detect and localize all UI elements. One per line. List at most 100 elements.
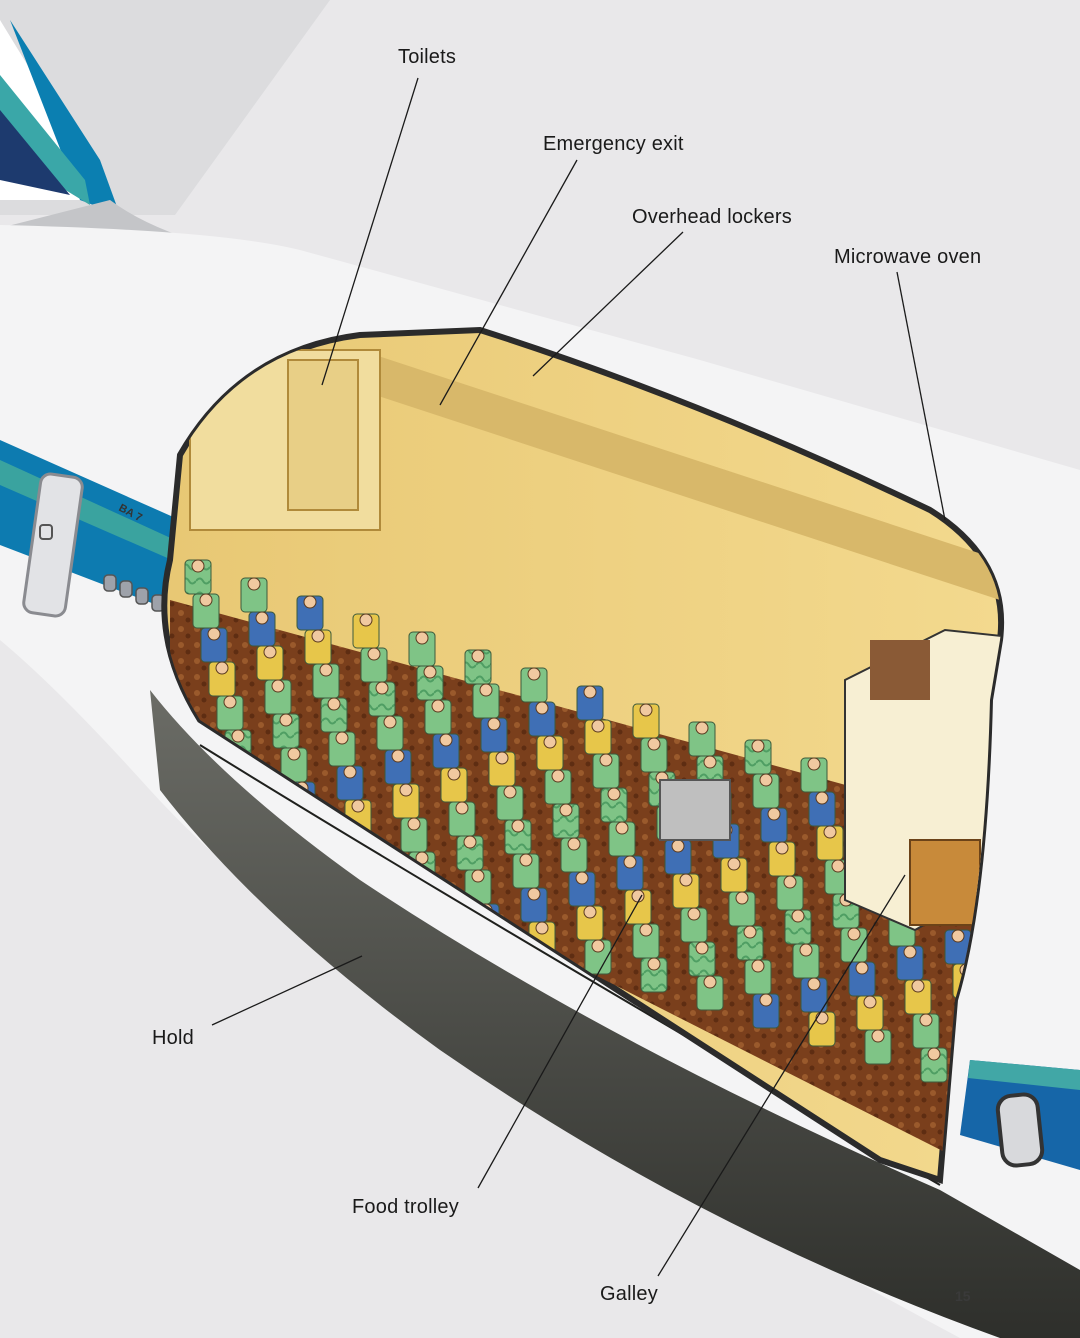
passenger — [815, 791, 829, 805]
passenger — [223, 695, 237, 709]
passenger — [207, 627, 221, 641]
food-trolley — [659, 779, 731, 841]
passenger — [503, 785, 517, 799]
label-toilets: Toilets — [398, 46, 457, 68]
passenger — [647, 737, 661, 751]
passenger — [527, 667, 541, 681]
passenger — [847, 927, 861, 941]
passenger — [319, 663, 333, 677]
passenger — [471, 869, 485, 883]
passenger — [903, 945, 917, 959]
passenger — [679, 873, 693, 887]
passenger — [727, 857, 741, 871]
passenger — [527, 887, 541, 901]
passenger — [855, 961, 869, 975]
passenger — [535, 701, 549, 715]
passenger — [759, 993, 773, 1007]
passenger — [735, 891, 749, 905]
passenger — [583, 685, 597, 699]
passenger-cabin — [161, 326, 1005, 1185]
passenger — [519, 853, 533, 867]
passenger — [783, 875, 797, 889]
passenger — [335, 731, 349, 745]
passenger — [215, 661, 229, 675]
passenger — [327, 697, 341, 711]
passenger — [743, 925, 757, 939]
passenger — [911, 979, 925, 993]
passenger — [367, 647, 381, 661]
passenger — [591, 939, 605, 953]
passenger — [807, 757, 821, 771]
passenger — [463, 835, 477, 849]
label-overhead-lockers: Overhead lockers — [632, 206, 792, 228]
passenger — [575, 871, 589, 885]
passenger — [591, 719, 605, 733]
passenger — [551, 769, 565, 783]
label-microwave-oven: Microwave oven — [834, 246, 982, 268]
passenger — [791, 909, 805, 923]
passenger — [583, 905, 597, 919]
passenger — [863, 995, 877, 1009]
passenger — [431, 699, 445, 713]
passenger — [343, 765, 357, 779]
passenger — [631, 889, 645, 903]
passenger — [383, 715, 397, 729]
passenger — [615, 821, 629, 835]
passenger — [391, 749, 405, 763]
passenger — [567, 837, 581, 851]
passenger — [807, 977, 821, 991]
label-food-trolley: Food trolley — [352, 1196, 459, 1218]
passenger — [927, 1047, 941, 1061]
passenger — [871, 1029, 885, 1043]
passenger — [543, 735, 557, 749]
passenger — [919, 1013, 933, 1027]
passenger — [255, 611, 269, 625]
passenger — [639, 923, 653, 937]
microwave-oven — [870, 640, 930, 700]
passenger — [279, 713, 293, 727]
passenger — [303, 595, 317, 609]
passenger — [231, 729, 245, 743]
passenger — [695, 941, 709, 955]
label-galley: Galley — [600, 1283, 658, 1305]
passenger — [455, 801, 469, 815]
passenger — [599, 753, 613, 767]
passenger — [415, 631, 429, 645]
passenger — [447, 767, 461, 781]
passenger — [823, 825, 837, 839]
passenger — [399, 783, 413, 797]
passenger — [671, 839, 685, 853]
passenger — [703, 755, 717, 769]
passenger — [263, 645, 277, 659]
passenger — [247, 577, 261, 591]
passenger — [423, 665, 437, 679]
passenger — [471, 649, 485, 663]
label-emergency-exit: Emergency exit — [543, 133, 684, 155]
passenger — [271, 679, 285, 693]
passenger — [759, 773, 773, 787]
passenger — [351, 799, 365, 813]
passenger — [767, 807, 781, 821]
passenger — [751, 959, 765, 973]
passenger — [199, 593, 213, 607]
leader-lines — [211, 77, 946, 1277]
passenger — [479, 683, 493, 697]
passenger — [191, 559, 205, 573]
page-number: 15 — [955, 1288, 971, 1304]
passenger — [559, 803, 573, 817]
passenger — [311, 629, 325, 643]
passenger — [495, 751, 509, 765]
passenger — [359, 613, 373, 627]
passenger — [695, 721, 709, 735]
passenger — [775, 841, 789, 855]
passenger — [487, 717, 501, 731]
passenger — [703, 975, 717, 989]
passenger — [751, 739, 765, 753]
passenger — [639, 703, 653, 717]
passenger — [287, 747, 301, 761]
label-hold: Hold — [152, 1027, 194, 1049]
passenger — [407, 817, 421, 831]
tail-fin — [0, 0, 330, 248]
passenger — [375, 681, 389, 695]
